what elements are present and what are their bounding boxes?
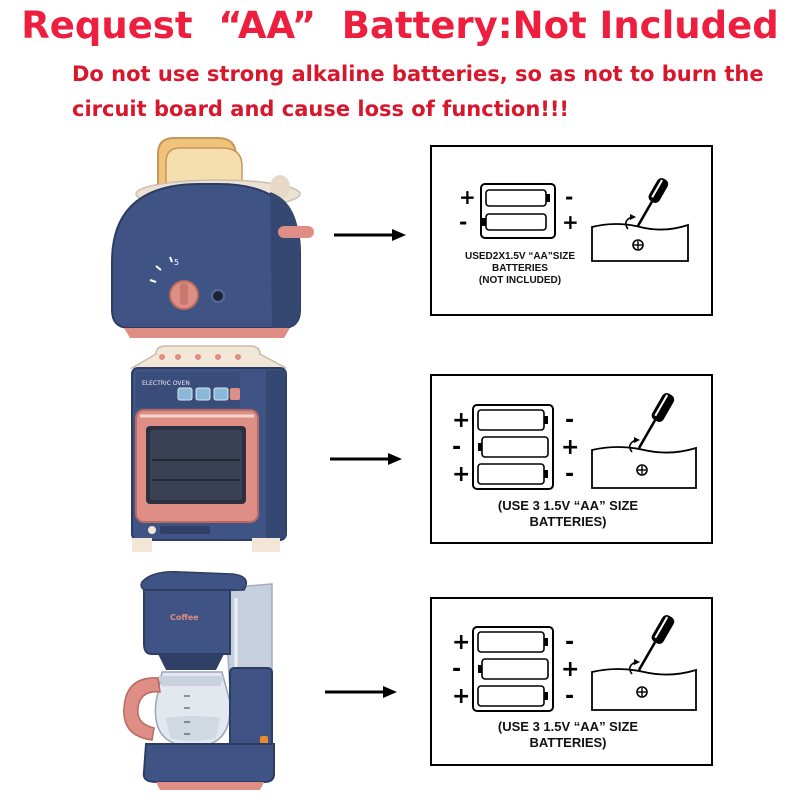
- coffee-maker-image: Coffee: [123, 570, 275, 790]
- toaster-image: 5: [111, 137, 314, 338]
- warning-line-1: Do not use strong alkaline batteries, so…: [72, 62, 764, 86]
- polarity-sign: +: [562, 210, 579, 234]
- polarity-sign: +: [459, 185, 476, 209]
- caption-line: BATTERIES): [529, 513, 607, 529]
- polarity-sign: -: [452, 435, 462, 460]
- caption-line: (NOT INCLUDED): [478, 275, 562, 286]
- caption-line: BATTERIES): [529, 734, 607, 750]
- title-aa: “AA”: [218, 4, 317, 47]
- oven-label: ELECTRIC OVEN: [142, 380, 190, 387]
- polarity-sign: +: [452, 408, 471, 433]
- polarity-sign: +: [561, 435, 580, 460]
- caption-line: (USE 3 1.5V “AA” SIZE: [497, 719, 639, 734]
- polarity-sign: +: [452, 684, 471, 709]
- battery-compartment-icon: [480, 183, 556, 239]
- battery-panel-coffee-maker: + - - + + - (USE 3 1.5V “AA” SIZE BATTER…: [430, 597, 713, 766]
- battery-panel-oven: + - - + + - (USE 3 1.5V “AA” SIZE BATTER…: [430, 374, 713, 544]
- svg-text:5: 5: [174, 258, 179, 267]
- polarity-sign: -: [452, 657, 462, 682]
- caption-line: USED2X1.5V “AA”SIZE: [464, 251, 576, 262]
- polarity-sign: -: [565, 630, 575, 655]
- warning-line-2: circuit board and cause loss of function…: [72, 97, 570, 121]
- battery-caption-oven: (USE 3 1.5V “AA” SIZE BATTERIES): [468, 498, 668, 529]
- polarity-sign: -: [565, 185, 574, 209]
- battery-caption-coffee-maker: (USE 3 1.5V “AA” SIZE BATTERIES): [468, 719, 668, 750]
- title-battery-not-included: Battery:Not Included: [341, 4, 779, 47]
- polarity-sign: +: [452, 630, 471, 655]
- page-title: Request “AA” Battery:Not Included: [0, 4, 800, 47]
- caption-line: BATTERIES: [492, 263, 548, 274]
- caption-line: (USE 3 1.5V “AA” SIZE: [497, 498, 639, 513]
- coffee-brand-label: Coffee: [170, 613, 199, 622]
- polarity-sign: -: [565, 408, 575, 433]
- arrow-right-icon: [334, 229, 406, 241]
- screwdriver-icon: [591, 178, 689, 262]
- polarity-sign: -: [459, 210, 468, 234]
- arrow-right-icon: [325, 686, 397, 698]
- polarity-sign: +: [561, 657, 580, 682]
- oven-image: ELECTRIC OVEN: [129, 345, 287, 552]
- polarity-sign: -: [565, 462, 575, 487]
- arrow-right-icon: [330, 453, 402, 465]
- battery-compartment-icon: [472, 404, 554, 490]
- polarity-sign: -: [565, 684, 575, 709]
- battery-caption-toaster: USED2X1.5V “AA”SIZE BATTERIES (NOT INCLU…: [450, 251, 590, 287]
- screwdriver-icon: [591, 615, 697, 711]
- battery-panel-toaster: + - - + USED2X1.5V “AA”SIZE BATTERIES (N…: [430, 145, 713, 316]
- screwdriver-icon: [591, 393, 697, 489]
- battery-compartment-icon: [472, 626, 554, 712]
- polarity-sign: +: [452, 462, 471, 487]
- title-request: Request: [21, 4, 193, 47]
